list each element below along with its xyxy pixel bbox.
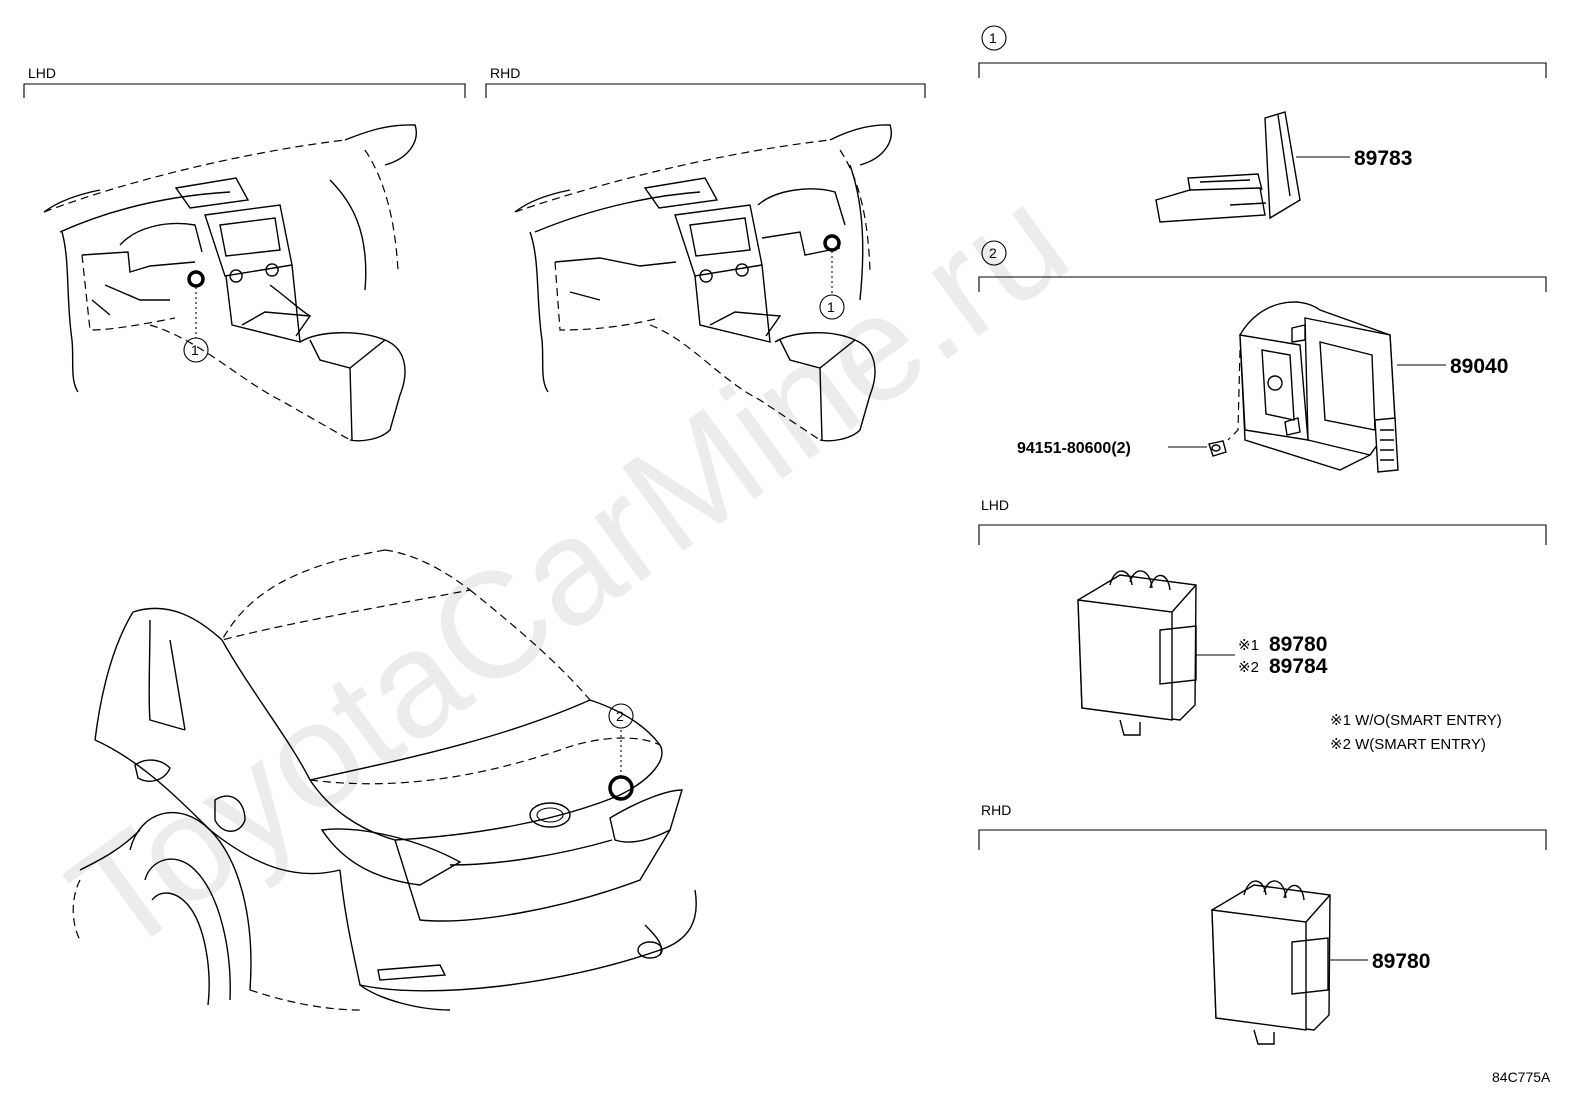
figure-code: 84C775A bbox=[1492, 1069, 1551, 1085]
lhd-dashboard-drawing bbox=[43, 124, 417, 442]
rhd-callout-number: 1 bbox=[827, 299, 835, 315]
watermark: ToyotaCarMine.ru bbox=[40, 154, 1096, 986]
detail-2-number: 2 bbox=[989, 245, 997, 261]
detail-1-section: 1 89783 bbox=[978, 25, 1547, 223]
rear-car-drawing bbox=[72, 549, 697, 1011]
lhd-dash-label: LHD bbox=[28, 65, 56, 81]
detail-2-section: 2 89040 94151-80600(2) bbox=[978, 240, 1547, 473]
detail-2-circle bbox=[981, 240, 1007, 266]
note-without-smart-entry: ※1 W/O(SMART ENTRY) bbox=[1330, 712, 1502, 729]
rear-callout-number: 2 bbox=[616, 708, 624, 724]
detail-1-bracket bbox=[978, 62, 1547, 78]
part-number-89040: 89040 bbox=[1450, 355, 1508, 378]
module-89040-drawing bbox=[1239, 301, 1399, 473]
bracket-89783-drawing bbox=[1155, 111, 1301, 223]
module-89780-lhd-drawing bbox=[1077, 570, 1197, 736]
rhd-module-bracket bbox=[978, 829, 1547, 850]
rhd-module-section: RHD 89780 bbox=[978, 802, 1547, 1045]
lhd-module-label: LHD bbox=[981, 497, 1009, 513]
nut-drawing bbox=[1208, 440, 1227, 457]
rhd-dashboard-section: RHD bbox=[485, 65, 926, 442]
mark-1: ※1 bbox=[1238, 637, 1259, 654]
rhd-module-label: RHD bbox=[981, 802, 1011, 818]
rhd-dashboard-drawing bbox=[514, 124, 892, 442]
detail-1-circle bbox=[981, 25, 1007, 51]
part-number-89783: 89783 bbox=[1354, 147, 1412, 170]
part-number-89780-lhd: 89780 bbox=[1269, 633, 1327, 656]
rhd-dash-label: RHD bbox=[490, 65, 520, 81]
part-number-94151: 94151-80600(2) bbox=[1017, 440, 1131, 457]
lhd-module-bracket bbox=[978, 524, 1547, 545]
part-number-89784: 89784 bbox=[1269, 655, 1328, 678]
rear-car-section: 2 bbox=[72, 549, 697, 1011]
mark-2: ※2 bbox=[1238, 659, 1259, 676]
lhd-dashboard-section: LHD bbox=[23, 65, 466, 442]
lhd-dash-bracket bbox=[23, 83, 466, 98]
note-with-smart-entry: ※2 W(SMART ENTRY) bbox=[1330, 736, 1486, 753]
lhd-location-marker bbox=[187, 270, 205, 288]
detail-2-bracket bbox=[978, 276, 1547, 292]
detail-1-number: 1 bbox=[989, 30, 997, 46]
rhd-dash-bracket bbox=[485, 83, 926, 98]
lhd-module-section: LHD ※1 89780 ※2 89784 ※1 W/O(SMART ENTRY… bbox=[978, 497, 1547, 753]
lhd-callout-number: 1 bbox=[191, 342, 199, 358]
module-89780-rhd-drawing bbox=[1211, 880, 1331, 1045]
part-number-89780-rhd: 89780 bbox=[1372, 950, 1430, 973]
rear-location-marker bbox=[608, 775, 634, 801]
rhd-location-marker bbox=[823, 234, 841, 252]
